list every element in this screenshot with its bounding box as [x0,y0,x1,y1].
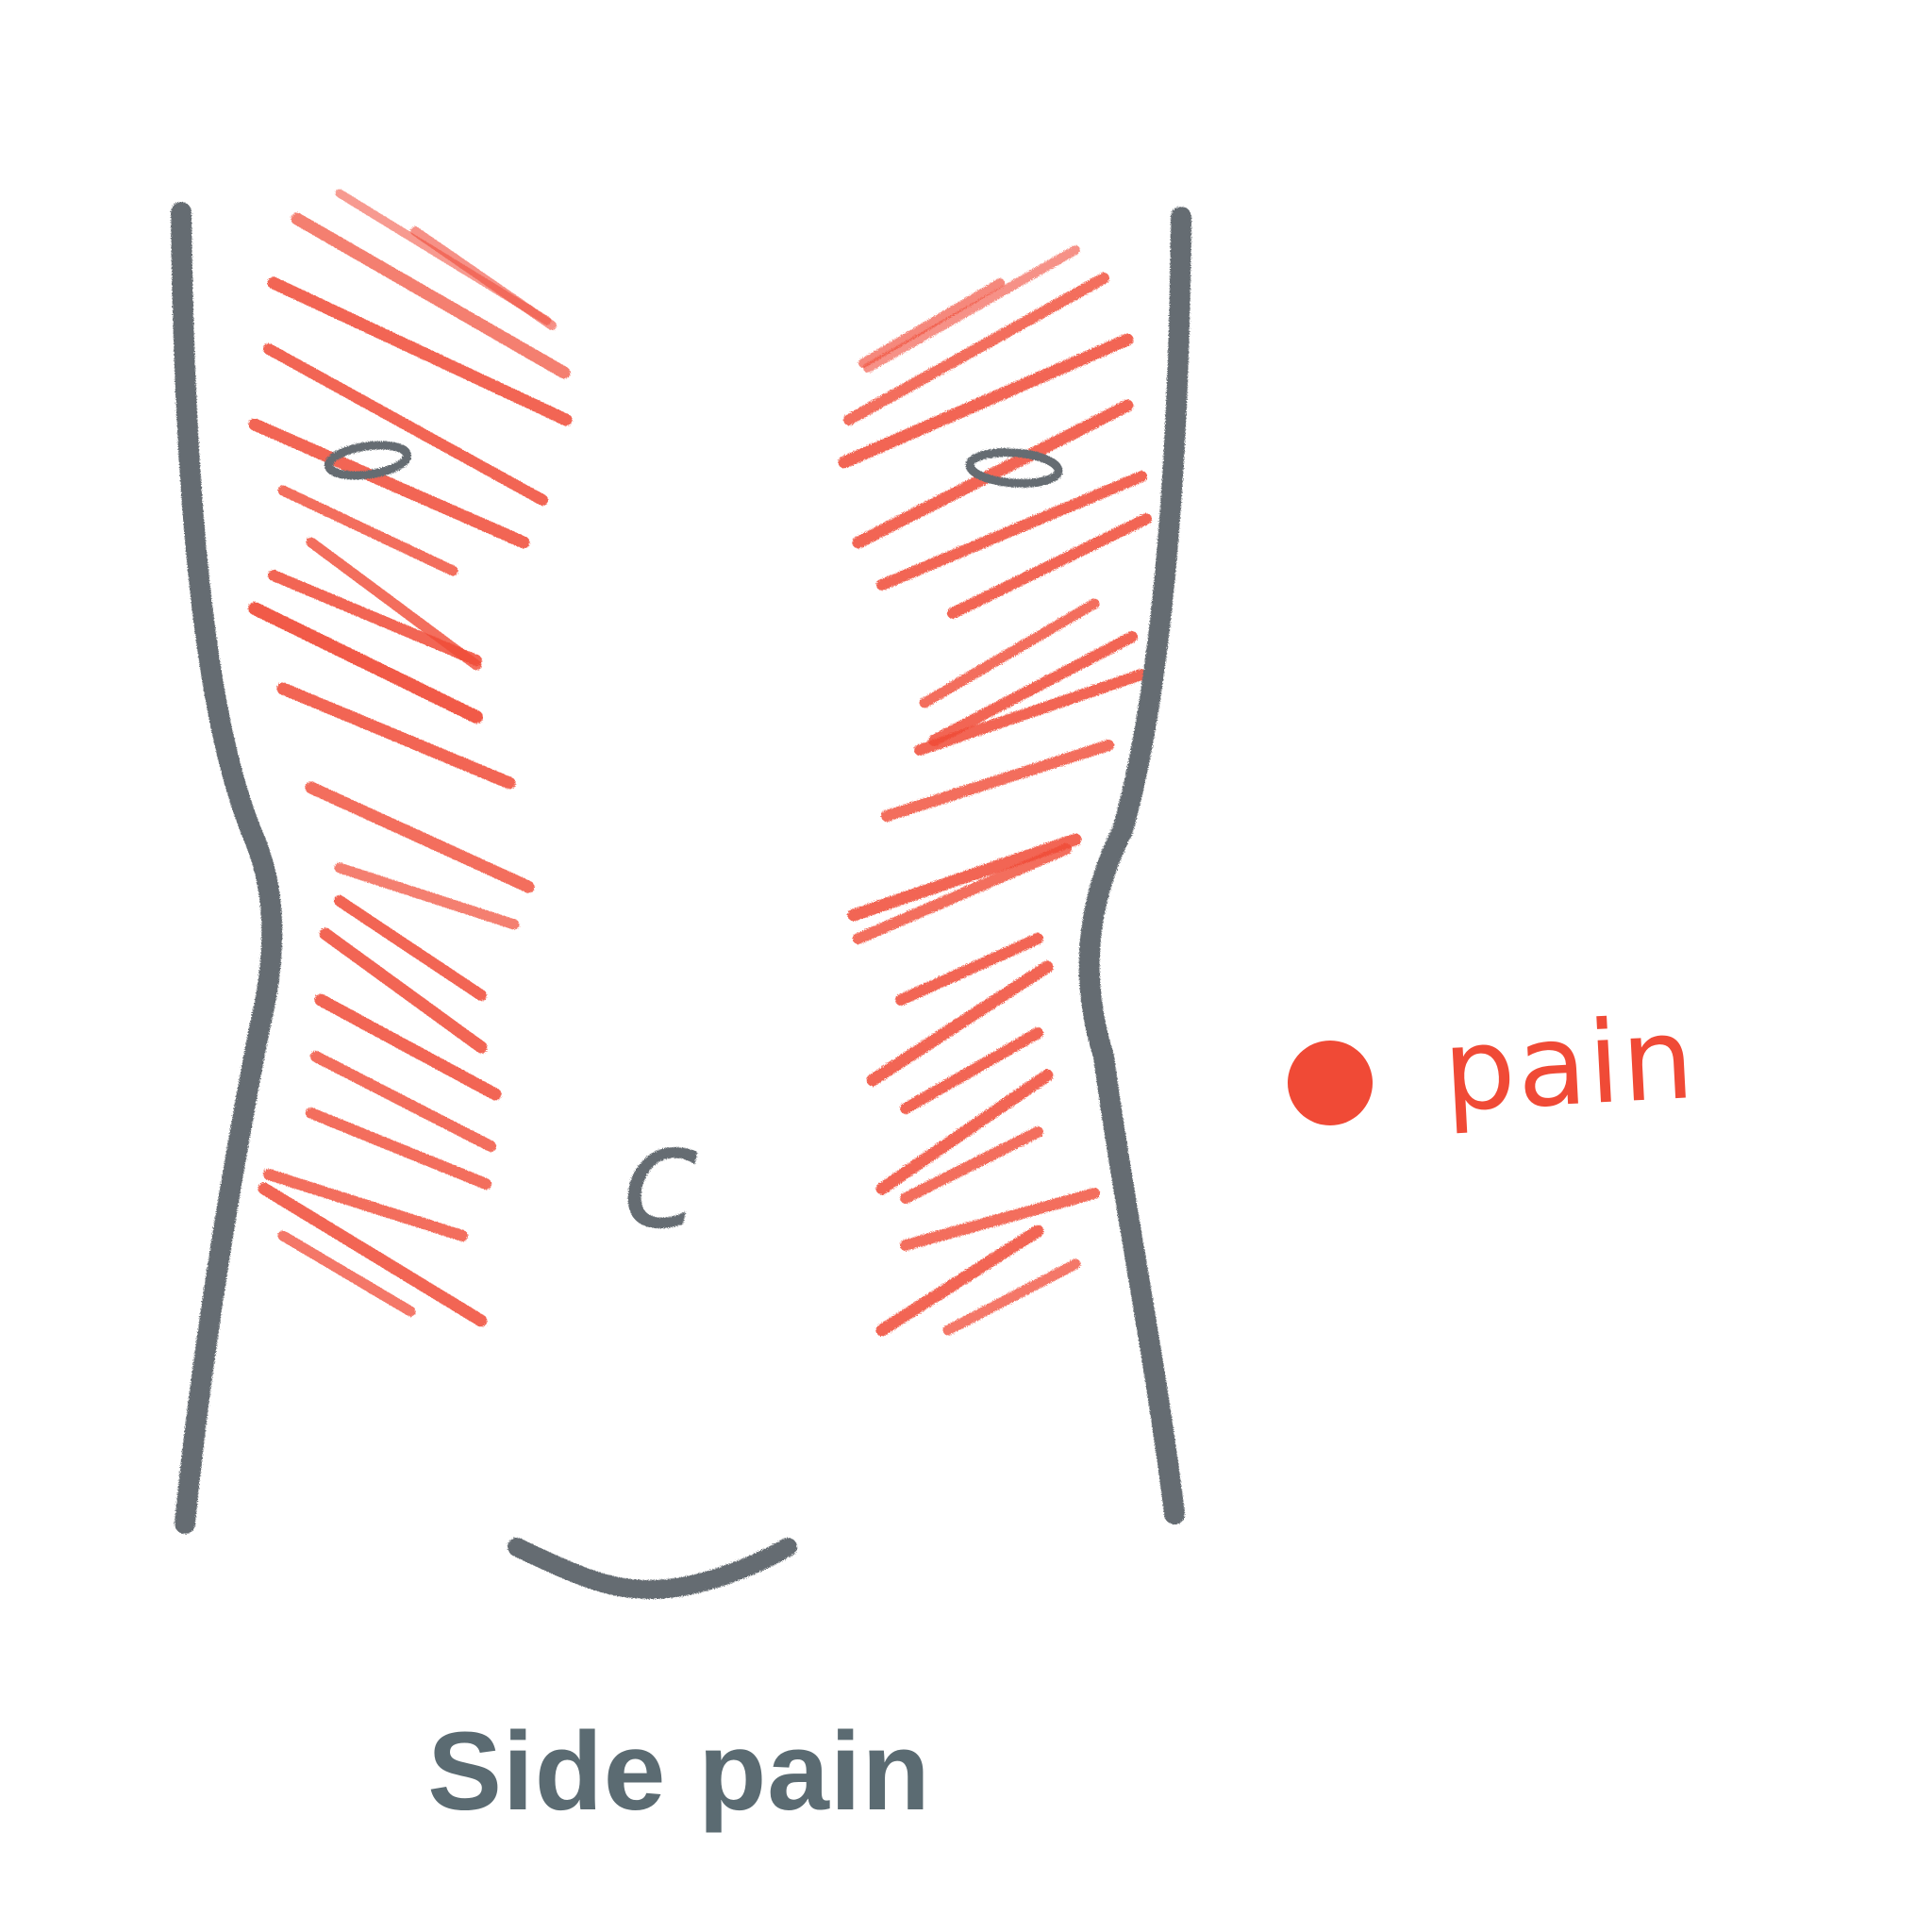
pelvis-curve [508,1538,797,1599]
right-waist-contour [1078,207,1191,1524]
right-side-pain-hatching [838,245,1152,1337]
body-outline: c [171,202,1191,1599]
right-rib-mark [965,448,1063,488]
red-dot-icon [1288,1041,1373,1125]
navel-mark: c [622,1096,699,1260]
caption: Side pain [427,1709,931,1834]
left-waist-contour [171,202,283,1534]
left-rib-mark [324,441,412,480]
legend-label: pain [1440,993,1699,1138]
left-side-pain-hatching [248,189,573,1327]
